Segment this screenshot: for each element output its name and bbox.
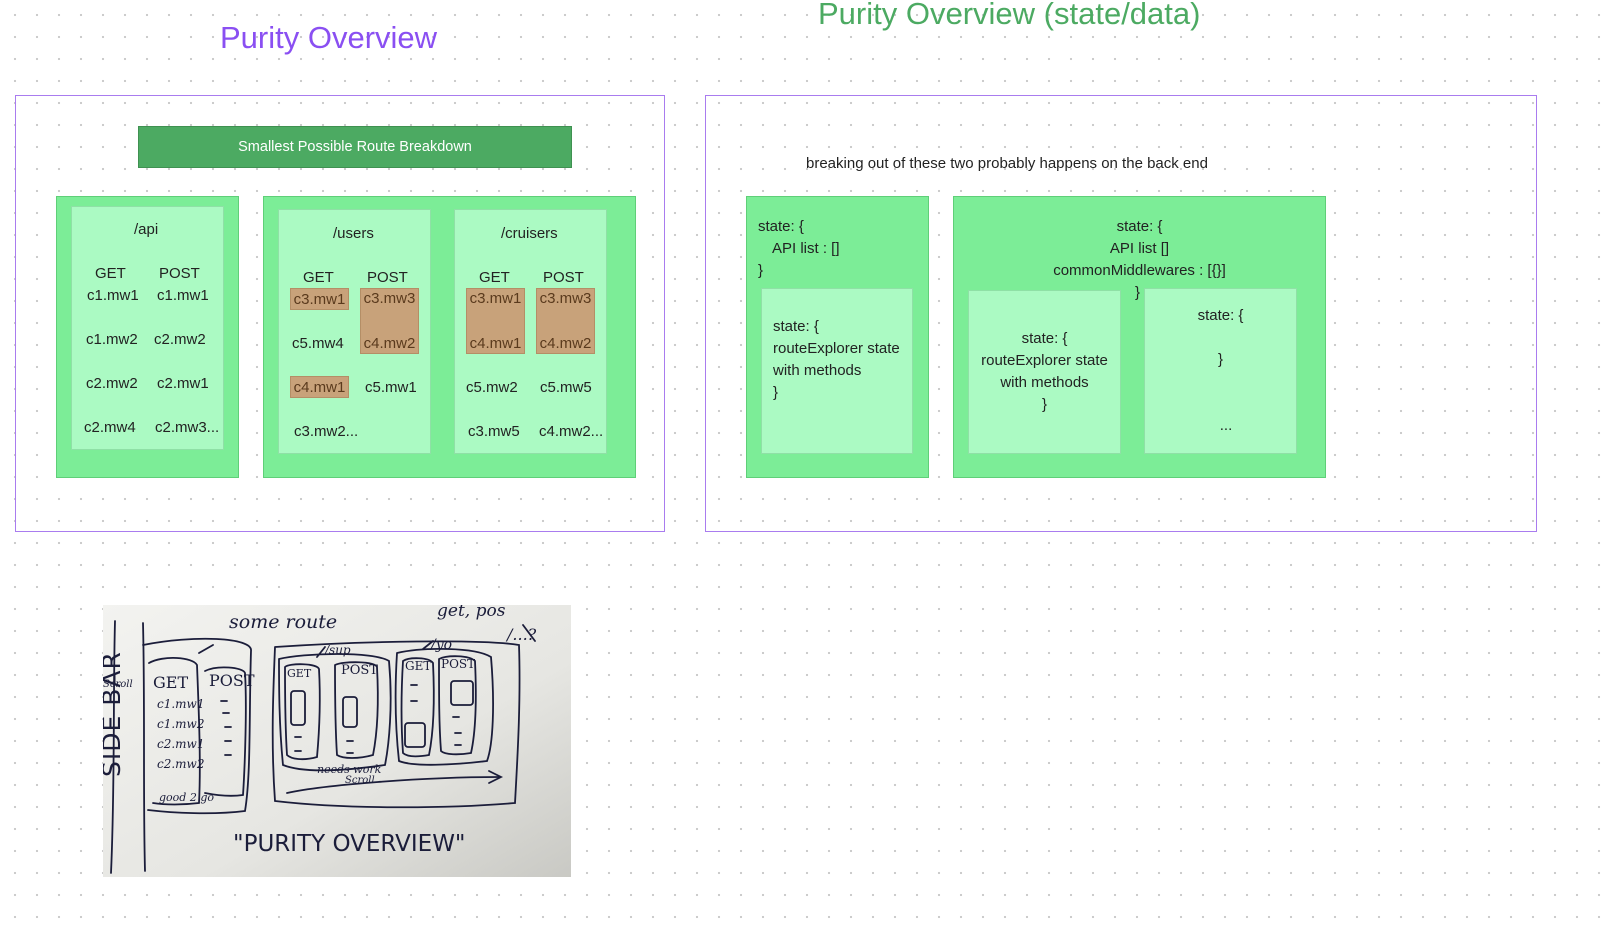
right-title: Purity Overview (state/data) bbox=[818, 0, 1201, 31]
whiteboard-caption: "PURITY OVERVIEW" bbox=[233, 831, 466, 857]
whiteboard-some-route: some route bbox=[229, 611, 338, 633]
api-post-3: c2.mw1 bbox=[157, 375, 209, 392]
whiteboard-sidebar-label: SIDE BAR bbox=[103, 651, 126, 777]
api-post-1: c1.mw1 bbox=[157, 287, 209, 304]
state-box-2-inner-b-line-3: ... bbox=[1219, 417, 1233, 434]
cruisers-route: /cruisers bbox=[501, 225, 558, 242]
route-breakdown-banner[interactable]: Smallest Possible Route Breakdown bbox=[138, 126, 572, 168]
users-get-3: c4.mw1 bbox=[290, 376, 349, 398]
whiteboard-sketch bbox=[103, 605, 571, 877]
backend-note: breaking out of these two probably happe… bbox=[806, 155, 1208, 172]
state-box-1-inner-line-4: } bbox=[773, 384, 779, 401]
whiteboard-get-3: GET bbox=[405, 659, 432, 673]
whiteboard-post: POST bbox=[209, 671, 255, 690]
state-box-1-inner-line-3: with methods bbox=[773, 362, 862, 379]
state-box-2-api-list: API list [] bbox=[1109, 240, 1170, 257]
cruisers-get-1: c3.mw1 bbox=[469, 290, 522, 307]
left-title: Purity Overview bbox=[220, 20, 438, 55]
state-box-1-open: state: { bbox=[758, 218, 804, 235]
cruisers-post-highlight: c3.mw3 c4.mw2 bbox=[536, 288, 595, 354]
cruisers-get-2: c4.mw1 bbox=[469, 335, 522, 352]
api-post-4: c2.mw3... bbox=[155, 419, 220, 436]
state-box-2-inner-a-line-3: with methods bbox=[1000, 374, 1089, 391]
whiteboard-needs-work: needs work bbox=[317, 763, 382, 776]
api-get-1: c1.mw1 bbox=[87, 287, 139, 304]
api-get-3: c2.mw2 bbox=[86, 375, 138, 392]
whiteboard-get-2: GET bbox=[287, 667, 312, 680]
whiteboard-get: GET bbox=[153, 673, 189, 692]
api-card[interactable] bbox=[71, 206, 224, 450]
state-box-1-inner-line-2: routeExplorer state bbox=[773, 340, 900, 357]
left-frame[interactable] bbox=[15, 95, 665, 532]
whiteboard-post-3: POST bbox=[441, 657, 476, 671]
users-post-header: POST bbox=[367, 269, 408, 286]
whiteboard-item-1: c1.mw1 bbox=[157, 697, 205, 711]
whiteboard-photo[interactable]: SIDE BAR Scroll some route get, pos /...… bbox=[103, 605, 571, 877]
whiteboard-item-2: c1.mw2 bbox=[157, 717, 205, 731]
api-route: /api bbox=[134, 221, 159, 238]
state-box-1-inner-line-1: state: { bbox=[773, 318, 819, 335]
state-box-2-common-middlewares: commonMiddlewares : [{}] bbox=[1053, 262, 1226, 279]
api-post-2: c2.mw2 bbox=[154, 331, 206, 348]
whiteboard-yo: /yo bbox=[431, 637, 453, 653]
state-box-2-inner-b[interactable] bbox=[1144, 288, 1297, 454]
whiteboard-item-3: c2.mw1 bbox=[157, 737, 205, 751]
whiteboard-post-2: POST bbox=[341, 663, 378, 678]
users-route: /users bbox=[333, 225, 374, 242]
cruisers-get-4: c3.mw5 bbox=[468, 423, 520, 440]
whiteboard-scroll: Scroll bbox=[345, 775, 375, 786]
api-get-4: c2.mw4 bbox=[84, 419, 136, 436]
users-post-3: c5.mw1 bbox=[365, 379, 417, 396]
state-box-2-inner-a[interactable] bbox=[968, 290, 1121, 454]
users-post-1: c3.mw3 bbox=[363, 290, 416, 307]
state-box-2-open: state: { bbox=[1116, 218, 1163, 235]
users-get-2: c5.mw4 bbox=[292, 335, 344, 352]
cruisers-post-4: c4.mw2... bbox=[539, 423, 604, 440]
whiteboard-sup: /sup bbox=[325, 643, 351, 657]
state-box-1-close: } bbox=[758, 262, 764, 279]
users-get-4: c3.mw2... bbox=[294, 423, 359, 440]
users-post-highlight: c3.mw3 c4.mw2 bbox=[360, 288, 419, 354]
right-frame[interactable] bbox=[705, 95, 1537, 532]
whiteboard-get-post: get, pos bbox=[437, 605, 506, 621]
state-box-2-inner-a-line-1: state: { bbox=[1021, 330, 1068, 347]
state-box-2-close: } bbox=[1135, 284, 1141, 301]
api-get-2: c1.mw2 bbox=[86, 331, 138, 348]
users-get-1: c3.mw1 bbox=[290, 288, 349, 310]
whiteboard-more: /...? bbox=[507, 625, 537, 644]
cruisers-post-1: c3.mw3 bbox=[539, 290, 592, 307]
cruisers-get-header: GET bbox=[479, 269, 510, 286]
users-get-header: GET bbox=[303, 269, 334, 286]
whiteboard-good: good 2 go bbox=[159, 791, 214, 804]
whiteboard-item-4: c2.mw2 bbox=[157, 757, 205, 771]
cruisers-get-3: c5.mw2 bbox=[466, 379, 518, 396]
state-box-2-inner-a-line-4: } bbox=[1041, 396, 1047, 413]
state-box-1-inner[interactable] bbox=[761, 288, 913, 454]
api-post-header: POST bbox=[159, 265, 200, 282]
api-get-header: GET bbox=[95, 265, 126, 282]
whiteboard-scroll-side: Scroll bbox=[103, 679, 133, 690]
users-post-2: c4.mw2 bbox=[363, 335, 416, 352]
state-box-2-inner-b-line-2: } bbox=[1217, 351, 1223, 368]
cruisers-get-highlight: c3.mw1 c4.mw1 bbox=[466, 288, 525, 354]
state-box-2-inner-b-line-1: state: { bbox=[1197, 307, 1244, 324]
cruisers-post-3: c5.mw5 bbox=[540, 379, 592, 396]
cruisers-post-2: c4.mw2 bbox=[539, 335, 592, 352]
state-box-1-api-list: API list : [] bbox=[772, 240, 840, 257]
state-box-2-inner-a-line-2: routeExplorer state bbox=[981, 352, 1108, 369]
cruisers-post-header: POST bbox=[543, 269, 584, 286]
